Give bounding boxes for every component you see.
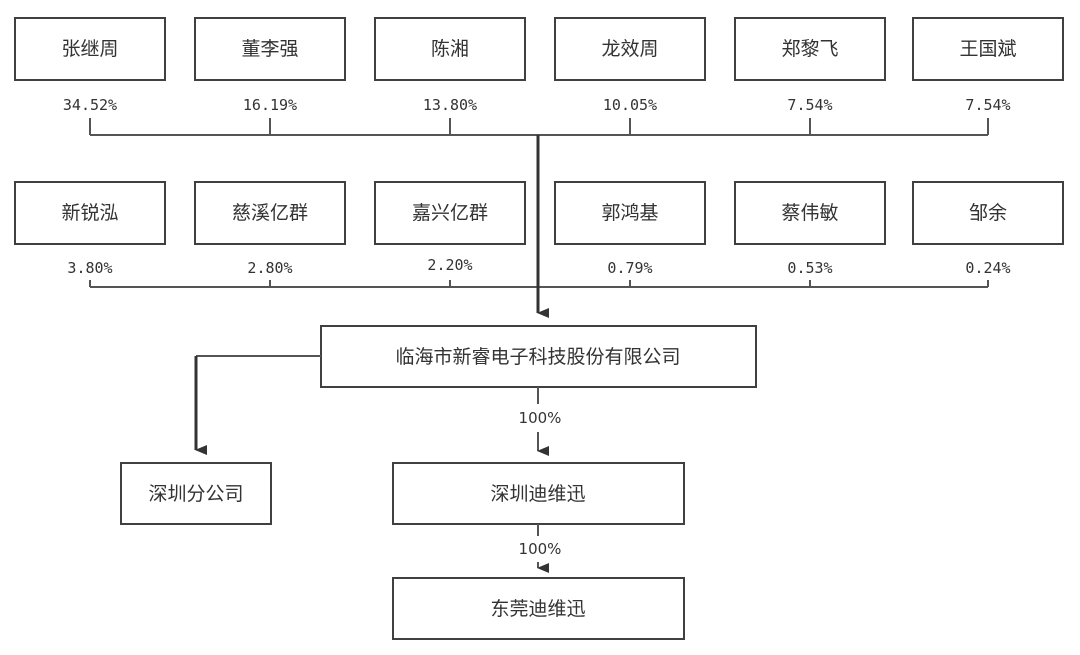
ownership-percentage: 16.19% — [243, 96, 297, 114]
shareholder-name: 张继周 — [61, 38, 118, 60]
shareholder-box: 董李强 — [194, 17, 346, 81]
shareholder-name: 郑黎飞 — [781, 38, 838, 60]
ownership-percentage: 13.80% — [423, 96, 477, 114]
ownership-percentage: 34.52% — [63, 96, 117, 114]
ownership-percentage: 7.54% — [787, 96, 832, 114]
ownership-percentage: 0.79% — [607, 259, 652, 277]
branch-box: 深圳分公司 — [120, 462, 272, 525]
shareholder-name: 蔡伟敏 — [781, 202, 838, 224]
shareholders-row-1: 张继周 董李强 陈湘 龙效周 郑黎飞 王国斌 34.52% 16.19% 13.… — [14, 17, 1064, 136]
subsidiary-ownership-percentage: 100% — [519, 409, 562, 427]
shareholder-name: 董李强 — [241, 38, 298, 60]
subsidiary-box: 深圳迪维迅 — [392, 462, 685, 525]
shareholder-box: 龙效周 — [554, 17, 706, 81]
ownership-percentage: 0.24% — [965, 259, 1010, 277]
company-box: 临海市新睿电子科技股份有限公司 — [320, 325, 757, 388]
shareholder-name: 嘉兴亿群 — [412, 202, 488, 224]
row-1-connector-lines — [89, 118, 989, 136]
ownership-percentage: 2.20% — [427, 256, 472, 274]
branch-name: 深圳分公司 — [148, 483, 243, 505]
shareholder-box: 王国斌 — [912, 17, 1064, 81]
ownership-percentage: 0.53% — [787, 259, 832, 277]
shareholder-box: 张继周 — [14, 17, 166, 81]
shareholder-name: 陈湘 — [431, 38, 469, 60]
subsidiary-connector: 100% — [519, 387, 562, 456]
ownership-percentage: 3.80% — [67, 259, 112, 277]
shareholder-box: 陈湘 — [374, 17, 526, 81]
ownership-percentage: 2.80% — [247, 259, 292, 277]
branch-connector — [194, 355, 321, 455]
shareholder-name: 慈溪亿群 — [232, 202, 308, 224]
sub-subsidiary-box: 东莞迪维迅 — [392, 577, 685, 640]
sub-subsidiary-name: 东莞迪维迅 — [490, 598, 585, 620]
sub-subsidiary-connector: 100% — [519, 524, 562, 573]
shareholders-row-2: 新锐泓 慈溪亿群 嘉兴亿群 郭鸿基 蔡伟敏 邹余 3.80% 2.80% 2.2… — [14, 181, 1064, 288]
shareholder-name: 龙效周 — [601, 38, 658, 60]
shareholder-name: 新锐泓 — [61, 202, 118, 224]
sub-subsidiary-ownership-percentage: 100% — [519, 540, 562, 558]
shareholder-box: 邹余 — [912, 181, 1064, 245]
company-name: 临海市新睿电子科技股份有限公司 — [395, 346, 680, 368]
shareholder-name: 王国斌 — [959, 38, 1016, 60]
shareholder-box: 郑黎飞 — [734, 17, 886, 81]
shareholder-box: 嘉兴亿群 — [374, 181, 526, 245]
shareholder-box: 慈溪亿群 — [194, 181, 346, 245]
shareholder-name: 郭鸿基 — [601, 202, 658, 224]
subsidiary-name: 深圳迪维迅 — [490, 483, 585, 505]
shareholder-box: 蔡伟敏 — [734, 181, 886, 245]
shareholder-name: 邹余 — [969, 202, 1007, 224]
ownership-percentage: 10.05% — [603, 96, 657, 114]
shareholder-box: 新锐泓 — [14, 181, 166, 245]
ownership-percentage: 7.54% — [965, 96, 1010, 114]
shareholder-box: 郭鸿基 — [554, 181, 706, 245]
